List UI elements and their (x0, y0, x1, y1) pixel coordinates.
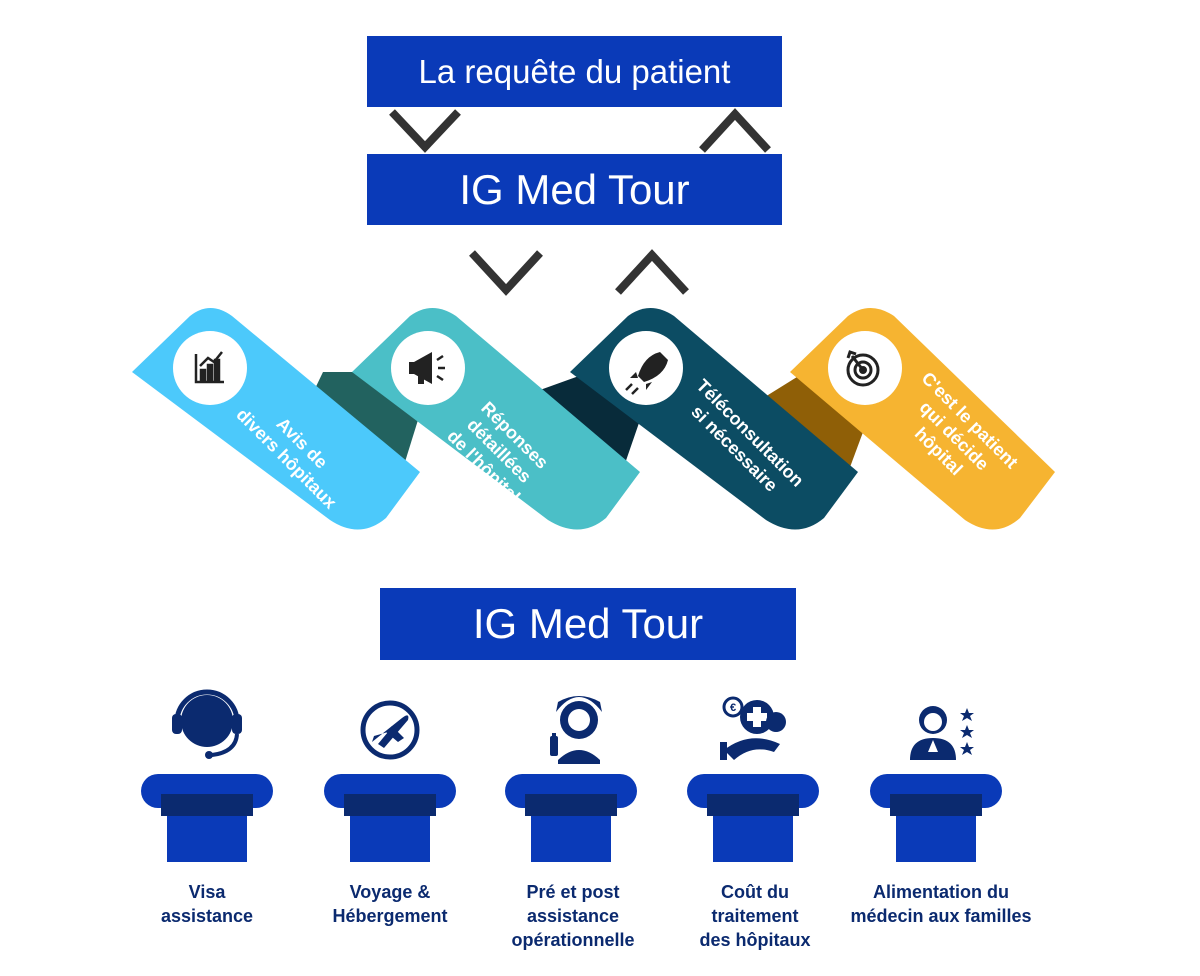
pillar (870, 774, 1002, 862)
service-label-travel: Voyage &Hébergement (332, 882, 448, 926)
down-chevron-icon (469, 250, 543, 296)
down-chevron-icon (389, 109, 461, 153)
up-chevron-icon (615, 249, 689, 295)
patient-request-box: La requête du patient (367, 36, 782, 107)
pillar (324, 774, 456, 862)
target-icon (846, 350, 880, 387)
process-ribbon: Avis dedivers hôpitaux Réponsesdétaillée… (132, 308, 1055, 530)
airplane-icon (360, 700, 420, 760)
megaphone-icon (409, 352, 445, 384)
support-agent-icon (550, 696, 602, 764)
pillar (505, 774, 637, 862)
pillar (141, 774, 273, 862)
chart-icon (194, 351, 224, 384)
headset-icon (172, 689, 242, 759)
svg-text:€: € (730, 702, 736, 714)
ig-med-tour-box-top: IG Med Tour (367, 154, 782, 225)
flow-arrows (389, 108, 771, 296)
up-chevron-icon (699, 108, 771, 153)
ig-med-tour-box-bottom: IG Med Tour (380, 588, 796, 660)
medical-cost-icon: € (720, 696, 786, 760)
pillar (687, 774, 819, 862)
doctor-icon (910, 706, 974, 760)
rocket-icon (625, 352, 668, 395)
